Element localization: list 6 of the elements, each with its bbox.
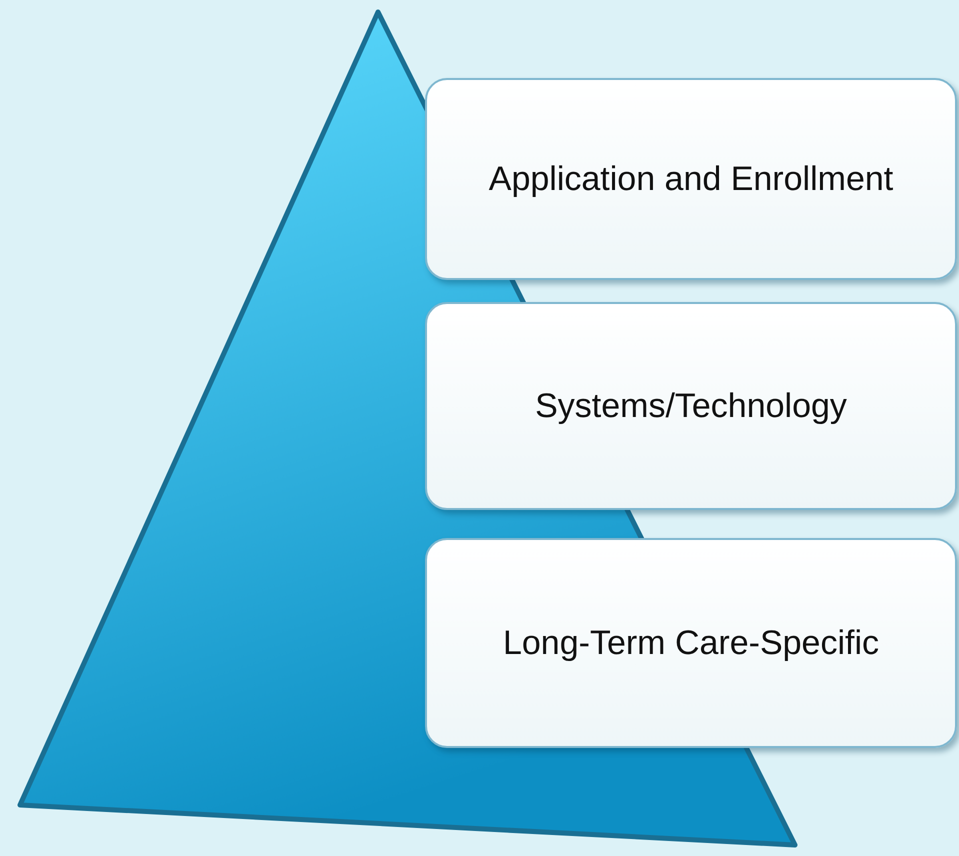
level-label: Systems/Technology [535, 386, 847, 426]
level-box [425, 538, 957, 748]
level-box [425, 302, 957, 510]
level-label: Application and Enrollment [488, 160, 894, 198]
level-label: Long-Term Care-Specific [502, 624, 880, 662]
level-box [425, 78, 957, 280]
